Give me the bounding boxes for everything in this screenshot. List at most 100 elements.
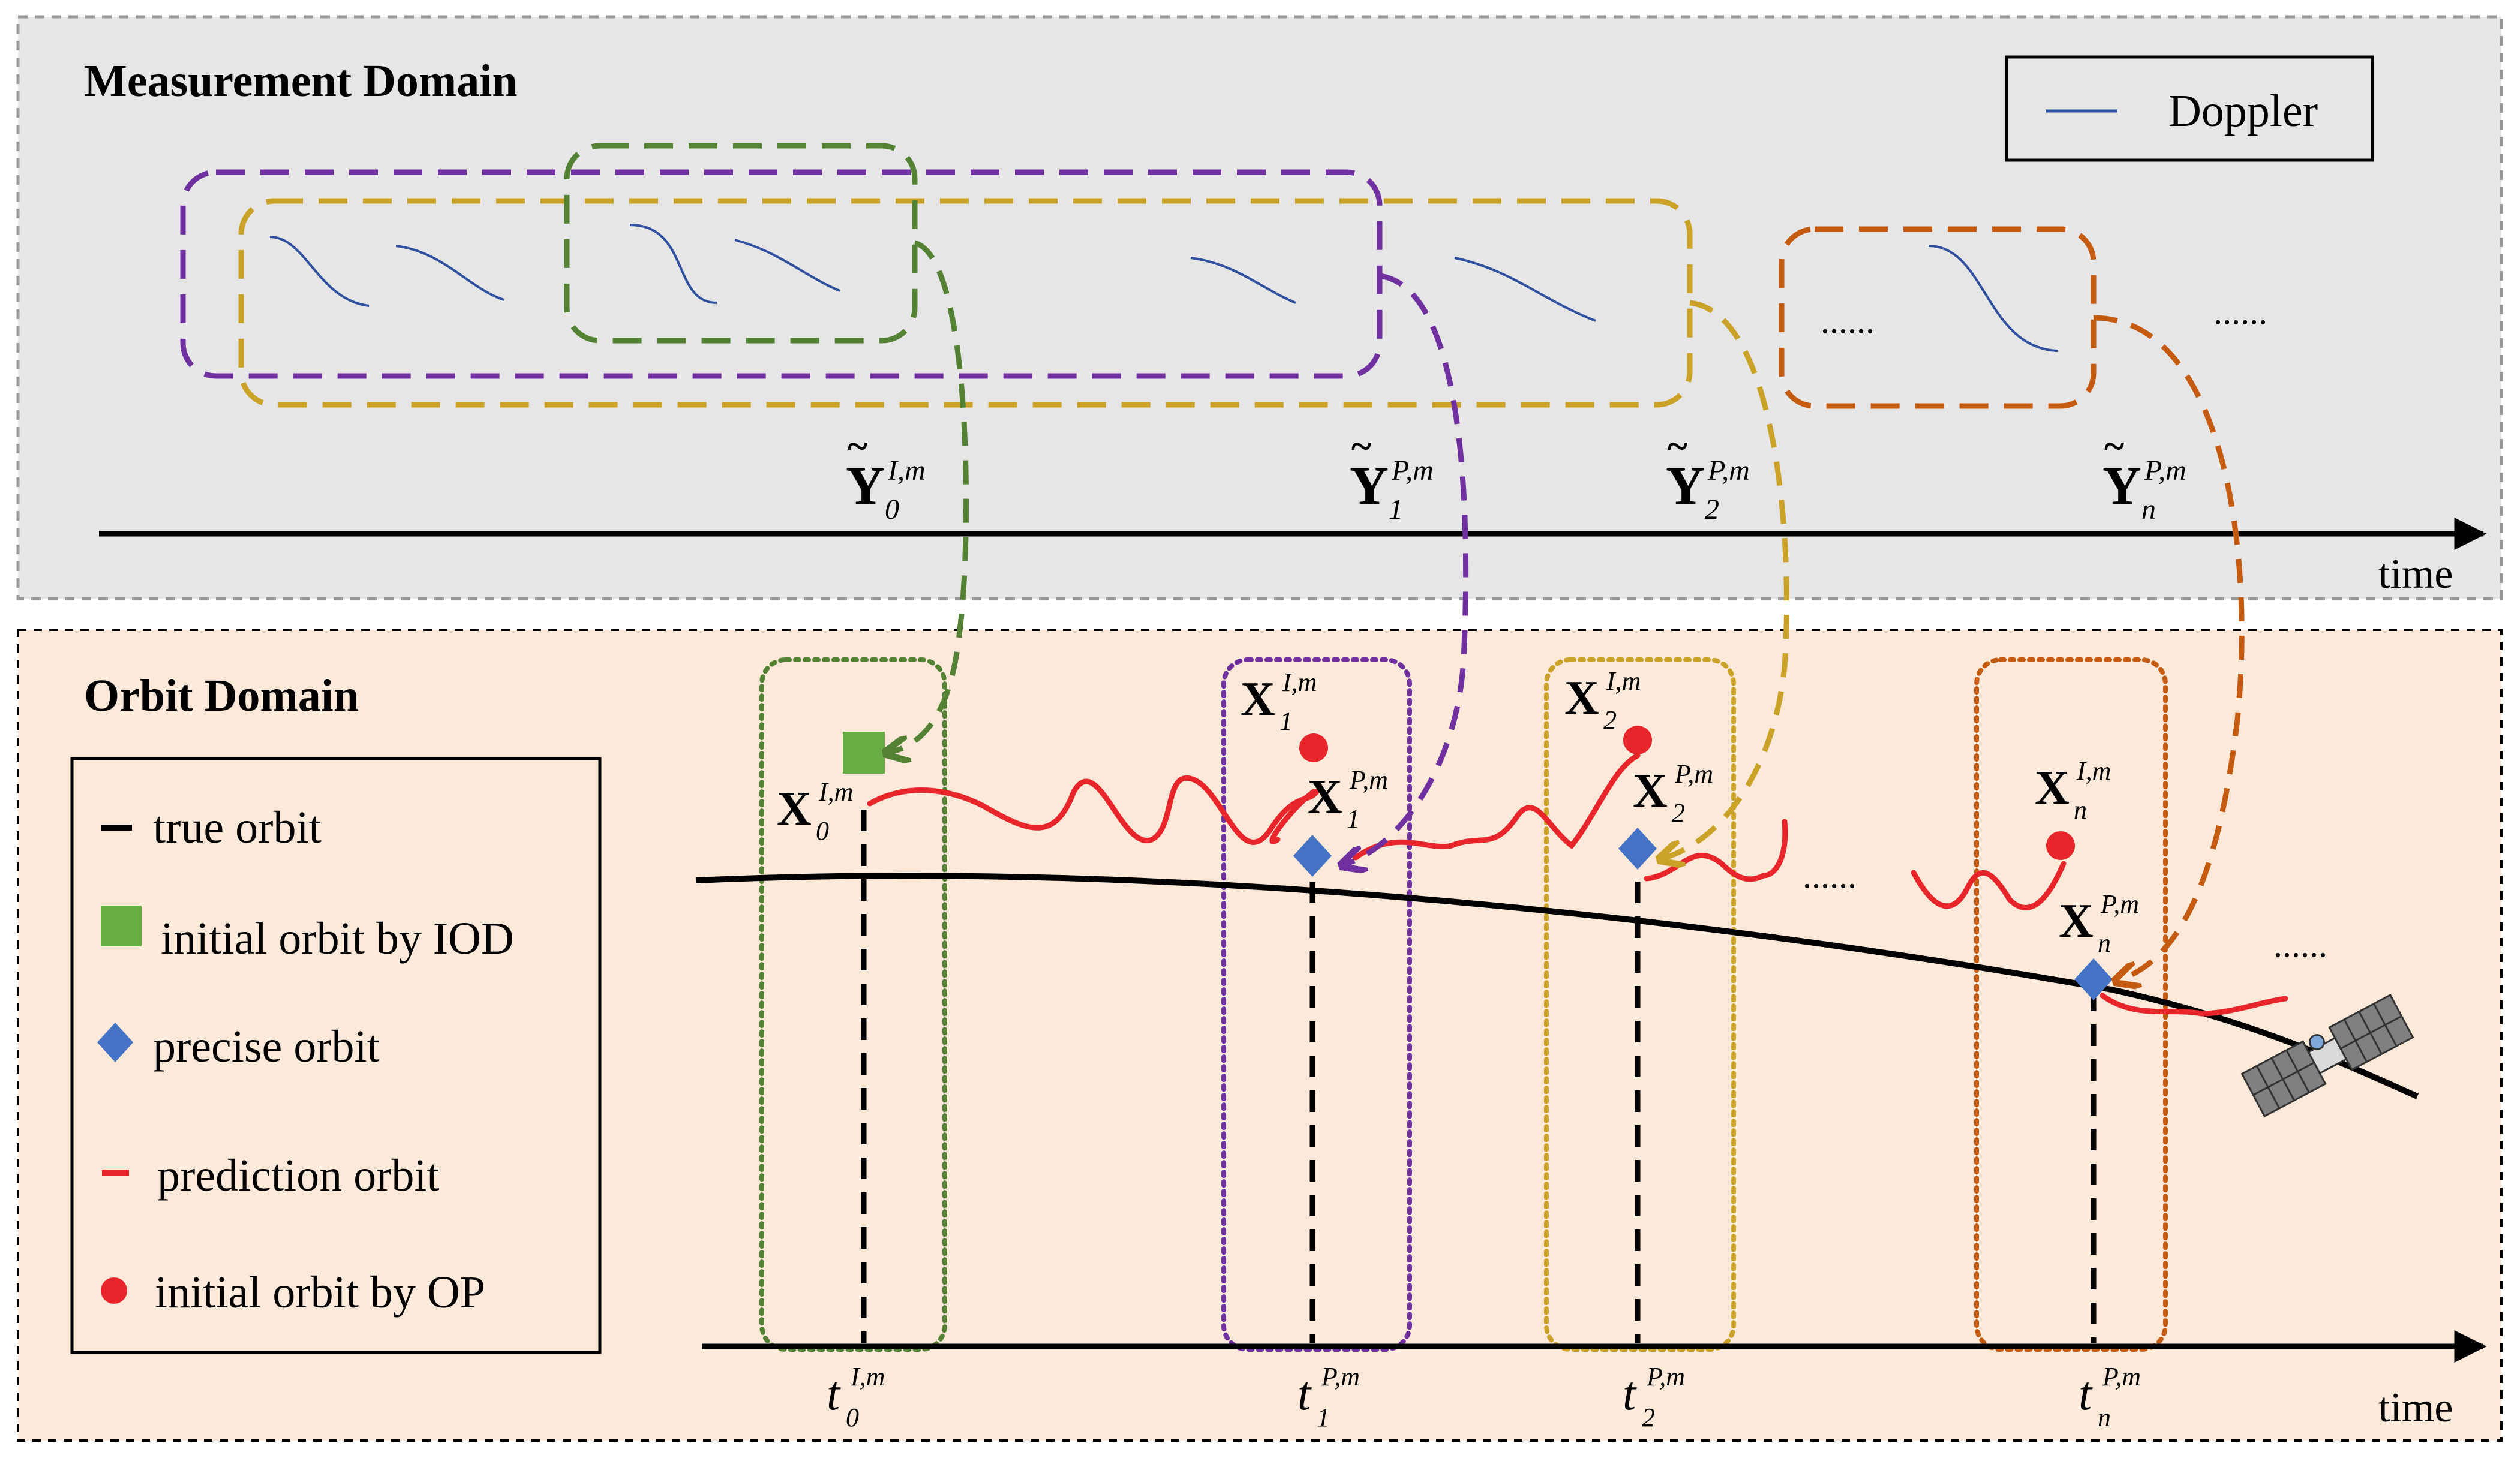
doppler-legend-label: Doppler bbox=[2168, 86, 2318, 136]
svg-text:P,m: P,m bbox=[1674, 759, 1713, 789]
svg-text:P,m: P,m bbox=[1321, 1362, 1360, 1391]
svg-text:I,m: I,m bbox=[818, 777, 853, 807]
mapping-arrows bbox=[888, 240, 2245, 981]
observation-symbol: Y bbox=[1350, 456, 1389, 516]
svg-text:I,m: I,m bbox=[850, 1362, 885, 1391]
tilde-mark: ~ bbox=[2104, 425, 2124, 467]
observation-superscript: I,m bbox=[887, 455, 926, 486]
svg-text:P,m: P,m bbox=[2102, 1362, 2141, 1391]
observation-label-1: ~ Y 1 P,m bbox=[1350, 425, 1434, 525]
true-orbit-curve bbox=[695, 873, 2419, 1099]
measurement-ellipsis-1: ...... bbox=[1821, 301, 1875, 341]
svg-text:1: 1 bbox=[1279, 707, 1293, 736]
state-label-x0-iod: X 0 I,m bbox=[777, 777, 853, 846]
red-dot-icon bbox=[101, 1277, 127, 1304]
observation-superscript: P,m bbox=[1391, 455, 1434, 486]
op-initial-orbit-marker-2 bbox=[1623, 726, 1652, 754]
svg-text:P,m: P,m bbox=[2100, 889, 2139, 919]
orbit-ellipsis-1: ...... bbox=[1803, 856, 1857, 895]
doppler-curve bbox=[734, 239, 840, 292]
doppler-curve bbox=[269, 236, 370, 307]
legend-label-initial-orbit-iod: initial orbit by IOD bbox=[161, 913, 514, 964]
svg-text:t: t bbox=[1297, 1367, 1312, 1420]
observation-label-2: ~ Y 2 P,m bbox=[1666, 425, 1750, 525]
measurement-domain-panel: Measurement Domain Doppler ...... ......… bbox=[16, 15, 2503, 600]
precise-orbit-marker-2 bbox=[1618, 828, 1657, 870]
observation-label-0: ~ Y 0 I,m bbox=[846, 425, 926, 525]
doppler-curve bbox=[1928, 245, 2058, 352]
doppler-curve bbox=[1190, 257, 1296, 304]
observation-superscript: P,m bbox=[2144, 455, 2186, 486]
time-label-t2: t 2 P,m bbox=[1623, 1362, 1685, 1432]
svg-text:X: X bbox=[1633, 765, 1668, 817]
blue-diamond-icon bbox=[97, 1023, 133, 1062]
legend-label-precise-orbit: precise orbit bbox=[153, 1021, 380, 1072]
svg-text:X: X bbox=[1564, 672, 1599, 725]
doppler-curves bbox=[269, 224, 2058, 352]
doppler-curve bbox=[1454, 257, 1596, 322]
orbit-legend: true orbit initial orbit by IOD precise … bbox=[70, 757, 602, 1354]
orbit-domain-title: Orbit Domain bbox=[84, 671, 359, 721]
svg-text:X: X bbox=[2035, 762, 2070, 814]
svg-text:X: X bbox=[1308, 771, 1342, 823]
svg-text:t: t bbox=[827, 1367, 841, 1420]
observation-subscript: 1 bbox=[1389, 494, 1403, 525]
green-mapping-arrow bbox=[888, 240, 969, 753]
purple-epoch-box bbox=[1221, 657, 1412, 1352]
doppler-legend: Doppler bbox=[2005, 55, 2374, 162]
svg-text:I,m: I,m bbox=[1606, 666, 1641, 696]
time-label-tn: t n P,m bbox=[2079, 1362, 2141, 1432]
legend-label-initial-orbit-op: initial orbit by OP bbox=[155, 1267, 485, 1318]
gold-epoch-box bbox=[1544, 657, 1736, 1352]
gold-mapping-arrow bbox=[1662, 300, 1789, 859]
green-arc-box bbox=[564, 143, 918, 344]
prediction-orbit-segment-2 bbox=[1353, 753, 1641, 861]
svg-text:X: X bbox=[2059, 895, 2094, 948]
orbit-ellipsis-2: ...... bbox=[2273, 925, 2327, 964]
observation-symbol: Y bbox=[2102, 456, 2141, 516]
svg-text:X: X bbox=[777, 783, 812, 835]
precise-orbit-marker-1 bbox=[1293, 835, 1332, 877]
svg-text:P,m: P,m bbox=[1646, 1362, 1685, 1391]
svg-text:P,m: P,m bbox=[1349, 765, 1388, 795]
state-label-xn-op: X n I,m bbox=[2035, 756, 2111, 825]
svg-text:n: n bbox=[2074, 795, 2087, 825]
state-label-xn-precise: X n P,m bbox=[2059, 889, 2139, 958]
legend-label-true-orbit: true orbit bbox=[153, 802, 322, 853]
iod-initial-orbit-marker bbox=[843, 732, 885, 774]
prediction-orbit-segment-0 bbox=[867, 775, 1320, 845]
orange-arc-box bbox=[1779, 226, 2097, 409]
state-label-x2-op: X 2 I,m bbox=[1564, 666, 1641, 735]
measurement-time-label: time bbox=[2378, 551, 2453, 597]
epoch-lines bbox=[861, 810, 2097, 1343]
state-label-x2-precise: X 2 P,m bbox=[1633, 759, 1713, 828]
tilde-mark: ~ bbox=[1668, 425, 1687, 467]
time-label-t0: t 0 I,m bbox=[827, 1362, 885, 1432]
svg-text:n: n bbox=[2098, 928, 2111, 958]
purple-mapping-arrow bbox=[1344, 273, 1469, 865]
prediction-orbit-segment-5 bbox=[2100, 993, 2288, 1017]
purple-arc-box bbox=[180, 169, 1383, 379]
svg-text:I,m: I,m bbox=[1282, 668, 1317, 697]
doppler-curve bbox=[629, 224, 717, 304]
svg-text:1: 1 bbox=[1347, 804, 1360, 834]
observation-superscript: P,m bbox=[1707, 455, 1750, 486]
svg-text:t: t bbox=[1623, 1367, 1637, 1420]
observation-symbol: Y bbox=[1666, 456, 1705, 516]
observation-subscript: 2 bbox=[1705, 494, 1719, 525]
state-label-x1-precise: X 1 P,m bbox=[1308, 765, 1388, 834]
svg-text:0: 0 bbox=[846, 1403, 859, 1432]
op-initial-orbit-marker-1 bbox=[1299, 733, 1328, 762]
satellite-icon bbox=[2240, 993, 2414, 1118]
doppler-legend-box bbox=[2005, 55, 2374, 162]
orbit-time-label: time bbox=[2378, 1385, 2453, 1431]
tilde-mark: ~ bbox=[1351, 425, 1371, 467]
doppler-curve bbox=[395, 245, 504, 301]
orbit-domain-panel: Orbit Domain true orbit initial orbit by… bbox=[17, 629, 2503, 1442]
svg-text:t: t bbox=[2079, 1367, 2093, 1420]
orbit-legend-box bbox=[70, 757, 602, 1354]
state-label-x1-op: X 1 I,m bbox=[1241, 668, 1317, 736]
tilde-mark: ~ bbox=[848, 425, 867, 467]
svg-text:2: 2 bbox=[1603, 705, 1617, 735]
precise-orbit-marker-n bbox=[2074, 958, 2113, 1000]
